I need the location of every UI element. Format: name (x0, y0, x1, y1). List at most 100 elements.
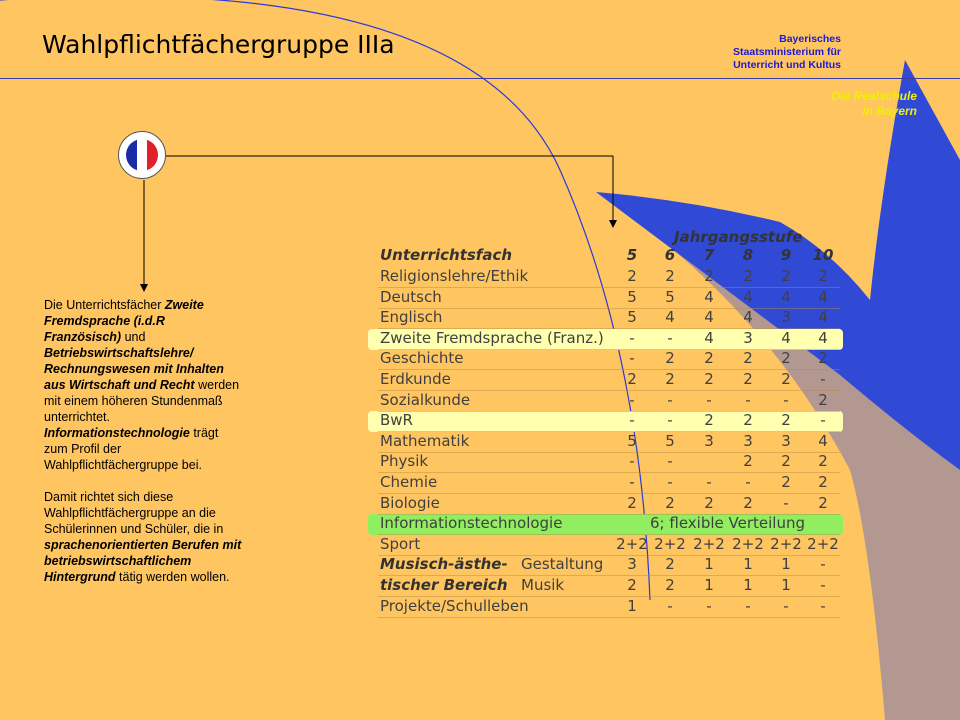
value-cell: 2 (781, 452, 791, 471)
value-cell: 2 (743, 452, 753, 471)
value-cell: - (783, 596, 789, 615)
subject-subcell: Gestaltung (521, 555, 604, 574)
body-text: werden mit einem höheren Stundenmaß unte… (44, 378, 240, 424)
flag-stripe-red (147, 139, 158, 171)
subject-cell: Erdkunde (380, 370, 451, 388)
school-label: Die Realschule in Bayern (832, 89, 917, 119)
subject-cell: Religionslehre/Ethik (380, 267, 529, 285)
value-cell: 2 (781, 349, 791, 368)
body-text: Die Unterrichtsfächer (44, 298, 162, 312)
value-cell: - (667, 452, 673, 471)
value-cell: 2 (704, 493, 714, 512)
value-cell: 2 (704, 349, 714, 368)
value-cell: 5 (665, 287, 675, 306)
row-divider (378, 369, 840, 371)
row-divider (378, 431, 840, 433)
grade-header: 10 (812, 246, 834, 264)
grade-header: 7 (703, 246, 715, 264)
subject-cell: Physik (380, 452, 429, 471)
value-cell: - (667, 328, 673, 347)
row-highlight (368, 411, 843, 433)
value-cell: 2 (665, 267, 675, 285)
flag-stripe-white (136, 139, 148, 171)
blue-swoosh (596, 60, 960, 470)
value-cell: 4 (818, 328, 828, 347)
value-cell: - (629, 349, 635, 368)
value-cell: - (783, 493, 789, 512)
description-paragraph: Damit richtet sich diese Wahlpflichtfäch… (44, 489, 242, 585)
value-cell: 1 (704, 576, 714, 594)
value-cell: 2 (704, 370, 714, 388)
value-cell: 1 (781, 555, 791, 574)
value-cell: 2+2 (807, 534, 839, 553)
value-cell: 2 (743, 411, 753, 430)
arc-line (0, 0, 651, 601)
row-divider (378, 493, 840, 494)
row-divider (378, 596, 840, 597)
value-cell: 2+2 (654, 534, 686, 553)
value-cell: 2 (781, 370, 791, 388)
body-text: Damit richtet sich diese Wahlpflichtfäch… (44, 490, 224, 536)
subject-cell: Biologie (380, 493, 440, 512)
value-cell: - (820, 411, 826, 430)
value-cell: 2 (627, 493, 637, 512)
flag-stripe-blue (126, 139, 137, 171)
row-divider (378, 348, 840, 350)
value-cell: 2 (627, 370, 637, 388)
value-cell: - (745, 596, 751, 615)
row-divider (378, 328, 840, 330)
value-cell: 4 (818, 287, 828, 306)
subject-subcell: Musik (521, 576, 565, 594)
value-cell: 2 (627, 267, 637, 285)
value-cell: 2 (665, 349, 675, 368)
value-cell: 5 (627, 308, 637, 327)
arrow-head-text (140, 284, 148, 292)
value-cell: 4 (704, 308, 714, 327)
body-text: und (124, 330, 146, 344)
row-divider (378, 616, 840, 618)
subject-cell: Geschichte (380, 349, 464, 368)
subject-cell: Projekte/Schulleben (380, 596, 529, 615)
value-cell: - (706, 473, 712, 491)
value-cell: 1 (704, 555, 714, 574)
row-highlight (368, 328, 843, 350)
description-text: Die Unterrichtsfächer Zweite Fremdsprach… (44, 297, 242, 585)
value-cell: - (667, 596, 673, 615)
row-divider (378, 410, 840, 412)
subject-header: Unterrichtsfach (380, 246, 513, 264)
value-cell: 2 (781, 473, 791, 491)
value-cell: 4 (704, 287, 714, 306)
value-cell: - (629, 411, 635, 430)
ministry-line: Staatsministerium für (733, 46, 841, 58)
ministry-logo-text: Bayerisches Staatsministerium für Unterr… (733, 33, 841, 72)
value-cell: 3 (704, 431, 714, 450)
value-cell: 2 (704, 267, 714, 285)
value-cell: 2 (743, 267, 753, 285)
value-cell: 3 (781, 308, 791, 327)
value-cell: 3 (743, 328, 753, 347)
value-cell: 4 (665, 308, 675, 327)
subject-cell: Deutsch (380, 287, 442, 306)
value-cell: 2+2 (732, 534, 764, 553)
arrow-head-table (609, 220, 617, 228)
value-cell: 2 (665, 576, 675, 594)
value-cell: - (783, 390, 789, 409)
subject-cell: Informationstechnologie (380, 514, 563, 533)
value-cell: - (629, 328, 635, 347)
value-cell: 4 (818, 431, 828, 450)
value-cell: 2 (665, 493, 675, 512)
grade-header: 6 (664, 246, 676, 264)
value-cell: 1 (743, 576, 753, 594)
subject-cell: Mathematik (380, 431, 470, 450)
value-cell: - (820, 555, 826, 574)
value-cell: 4 (781, 287, 791, 306)
span-cell: 6; flexible Verteilung (650, 514, 805, 533)
value-cell: 3 (743, 431, 753, 450)
value-cell: 2+2 (616, 534, 648, 553)
value-cell: 5 (627, 287, 637, 306)
value-cell: 2 (818, 473, 828, 491)
value-cell: - (629, 390, 635, 409)
emphasis-text: Zweite Fremdsprache (i.d.R Französisch) (44, 298, 204, 344)
value-cell: 2 (818, 452, 828, 471)
value-cell: 2 (818, 390, 828, 409)
